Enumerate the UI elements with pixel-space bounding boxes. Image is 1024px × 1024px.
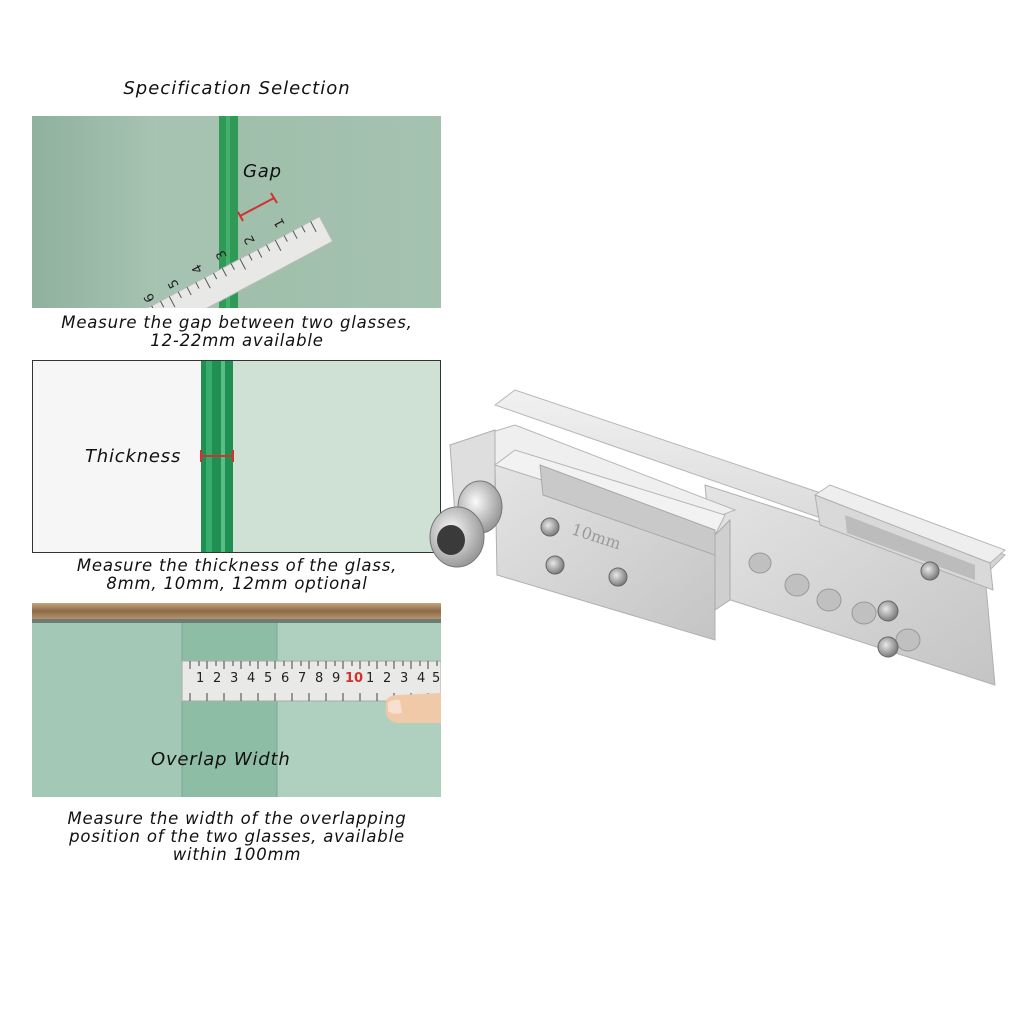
thickness-panel: Thickness [32, 360, 441, 553]
overlap-label: Overlap Width [151, 749, 291, 770]
clamp-illustration [429, 389, 1006, 686]
overlap-ruler-number: 5 [264, 671, 273, 686]
caption-line: within 100mm [172, 845, 302, 864]
gap-illustration [32, 116, 441, 308]
overlap-caption: Measure the width of the overlapping pos… [32, 810, 442, 864]
overlap-ruler-number: 2 [383, 671, 392, 686]
caption-line: Measure the width of the overlapping [67, 809, 407, 828]
thickness-illustration [33, 361, 440, 552]
overlap-ruler-number: 4 [417, 671, 426, 686]
overlap-ruler-number: 6 [281, 671, 290, 686]
thickness-label: Thickness [85, 446, 182, 467]
gap-caption: Measure the gap between two glasses, 12-… [32, 314, 442, 350]
caption-line: 8mm, 10mm, 12mm optional [106, 574, 368, 593]
product-image: 10mm [415, 385, 1015, 705]
overlap-ruler-number: 4 [247, 671, 256, 686]
overlap-ruler-number: 7 [298, 671, 307, 686]
overlap-ruler-number: 9 [332, 671, 341, 686]
caption-line: 12-22mm available [150, 331, 324, 350]
overlap-panel: 1 2 3 4 5 6 7 8 9 10 1 2 3 4 5 Overlap W… [32, 603, 441, 797]
gap-label: Gap [243, 161, 282, 182]
overlap-ruler-number: 1 [366, 671, 375, 686]
caption-line: Measure the thickness of the glass, [76, 556, 398, 575]
gap-marker [237, 192, 278, 222]
overlap-ruler-number: 3 [230, 671, 239, 686]
overlap-ruler-number: 1 [196, 671, 205, 686]
page-title: Specification Selection [123, 78, 351, 99]
gap-panel: 1 2 3 4 5 6 Gap [32, 116, 441, 308]
overlap-ruler-number: 2 [213, 671, 222, 686]
thickness-caption: Measure the thickness of the glass, 8mm,… [32, 557, 442, 593]
caption-line: position of the two glasses, available [69, 827, 405, 846]
overlap-ruler-number: 5 [432, 671, 441, 686]
overlap-ruler-number: 8 [315, 671, 324, 686]
overlap-illustration [32, 603, 441, 797]
overlap-ruler-number: 3 [400, 671, 409, 686]
overlap-ruler-number-highlight: 10 [345, 671, 364, 686]
caption-line: Measure the gap between two glasses, [61, 313, 413, 332]
thickness-marker [200, 450, 234, 462]
